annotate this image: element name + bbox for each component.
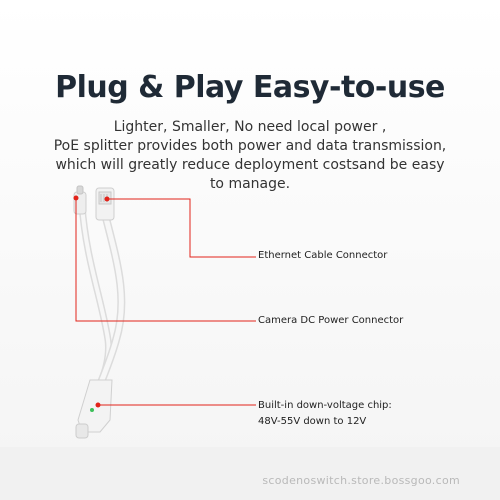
splitter-body [75, 379, 113, 439]
led-indicator-icon [90, 408, 94, 412]
description-line: which will greatly reduce deployment cos… [55, 157, 445, 173]
description-line: PoE splitter provides both power and dat… [53, 138, 447, 154]
dc-power-callout-line [75, 198, 256, 322]
description: Lighter, Smaller, No need local power , … [30, 118, 470, 194]
watermark: scodenoswitch.store.bossgoo.com [262, 474, 460, 487]
chip-label-line2: 48V-55V down to 12V [258, 416, 367, 427]
ethernet-connector-label: Ethernet Cable Connector [258, 250, 388, 261]
dc-power-connector-label: Camera DC Power Connector [258, 315, 404, 326]
ethernet-callout-dot [104, 196, 110, 202]
footer-band [0, 447, 500, 500]
dc-power-callout-dot [73, 195, 79, 201]
ethernet-callout-line [107, 198, 256, 258]
page-title: Plug & Play Easy-to-use [55, 70, 445, 105]
chip-callout-dot [95, 402, 101, 408]
description-line: Lighter, Smaller, No need local power , [113, 119, 387, 135]
description-line: to manage. [209, 176, 291, 192]
ethernet-connector [95, 187, 115, 221]
chip-label-line1: Built-in down-voltage chip: [258, 400, 392, 411]
chip-label: Built-in down-voltage chip: 48V-55V down… [258, 398, 392, 430]
